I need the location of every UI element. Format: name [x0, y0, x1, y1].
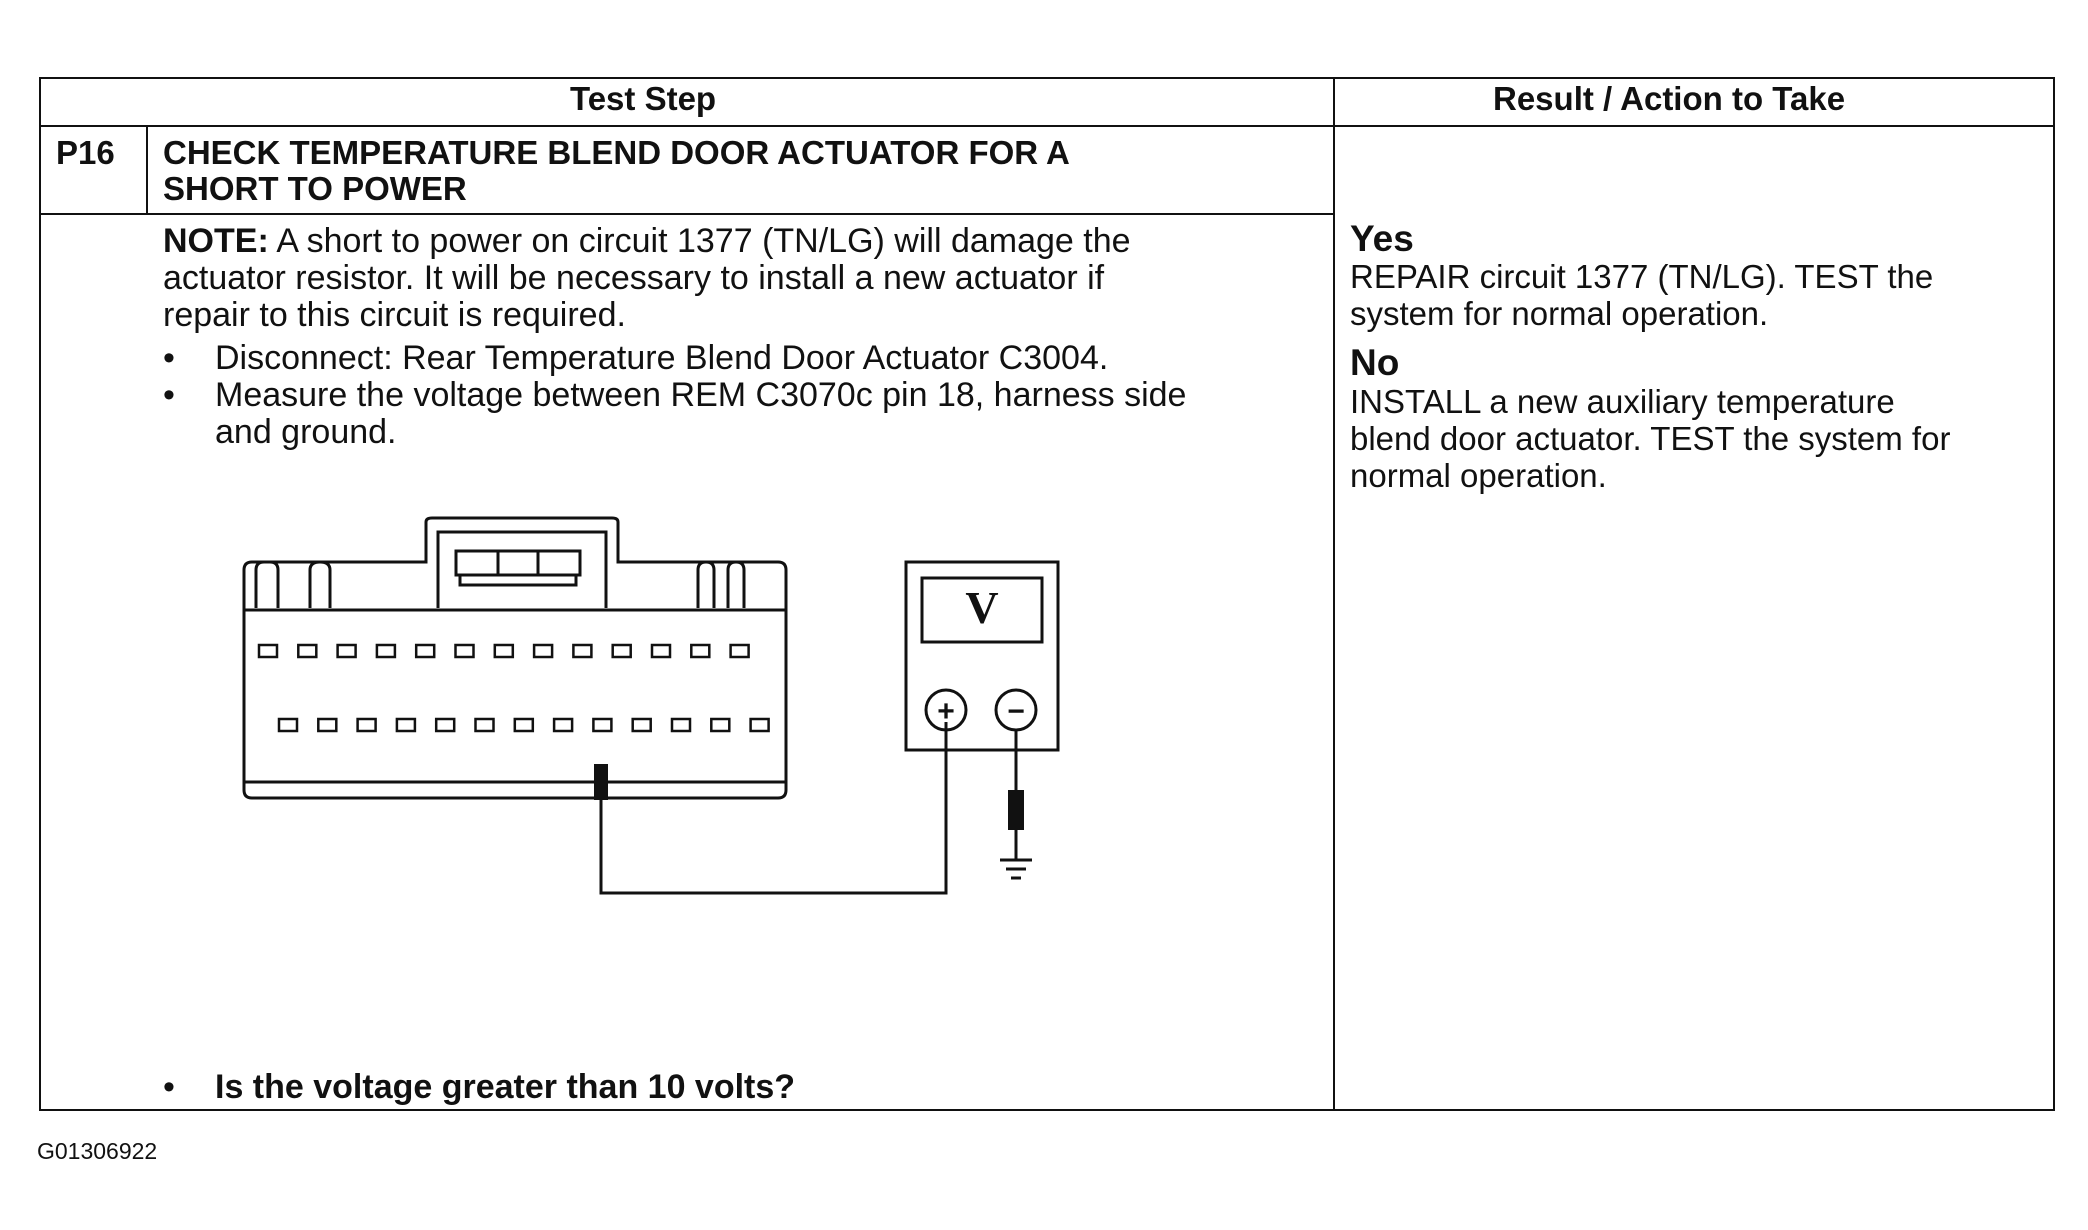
connector-pin-cavity — [532, 643, 554, 659]
test-step-table — [39, 77, 2055, 1111]
result-yes-line1: REPAIR circuit 1377 (TN/LG). TEST the — [1350, 258, 1934, 295]
connector-pin-cavity — [317, 717, 338, 733]
figure-id: G01306922 — [37, 1138, 158, 1164]
note-line2: actuator resistor. It will be necessary … — [163, 259, 1105, 297]
question-text: Is the voltage greater than 10 volts? — [215, 1068, 796, 1106]
connector-pin-cavity — [710, 717, 731, 733]
latch-post-right — [696, 560, 716, 608]
title-divider — [39, 213, 1335, 215]
result-no-label: No — [1350, 342, 1400, 383]
result-yes-line2: system for normal operation. — [1350, 295, 1769, 332]
result-no-line1: INSTALL a new auxiliary temperature — [1350, 383, 1895, 420]
note-line3: repair to this circuit is required. — [163, 296, 626, 334]
connector-pin-cavity — [454, 643, 475, 659]
connector-pin-cavity — [356, 717, 377, 733]
latch-post-left — [254, 560, 280, 608]
multimeter-display — [920, 576, 1044, 644]
connector-pin-cavity — [414, 643, 436, 659]
latch-post-right-2 — [726, 560, 746, 608]
connector-pin-cavity — [552, 717, 574, 733]
result-no-line3: normal operation. — [1350, 457, 1607, 494]
latch-post-left-2 — [308, 560, 332, 608]
negative-terminal-label: − — [1007, 695, 1025, 728]
connector-pin-cavity — [434, 717, 456, 733]
lock-tab-inner — [458, 573, 578, 587]
ground-symbol-icon — [1000, 858, 1032, 880]
step-id-divider — [146, 125, 148, 215]
header-test-step: Test Step — [570, 80, 717, 117]
step-id: P16 — [56, 134, 115, 171]
bullet-measure-line1: Measure the voltage between REM C3070c p… — [215, 376, 1187, 414]
connector-pin-cavity — [631, 717, 652, 733]
connector-pin-cavity — [729, 643, 750, 659]
connector-pin-cavity — [375, 643, 397, 659]
connector-pin-cavity — [493, 643, 515, 659]
bullet-measure-line2: and ground. — [215, 413, 397, 451]
connector-pin-cavity — [297, 643, 318, 659]
bullet-marker: • — [163, 376, 175, 414]
positive-terminal-icon — [924, 688, 968, 732]
connector-pin-cavity — [395, 717, 417, 733]
lock-tab-window — [454, 549, 582, 577]
bullet-marker: • — [163, 339, 175, 377]
connector-pin-cavity — [611, 643, 632, 659]
connector-pin-cavity — [474, 717, 495, 733]
connector-pin-cavity — [572, 643, 593, 659]
result-yes-label: Yes — [1350, 218, 1414, 259]
multimeter-body — [904, 560, 1060, 752]
connector-pin-cavity — [749, 717, 770, 733]
connector-pin-cavity — [592, 717, 613, 733]
bullet-marker: • — [163, 1068, 175, 1106]
multimeter-display-label: V — [965, 582, 998, 633]
step-title-line1: CHECK TEMPERATURE BLEND DOOR ACTUATOR FO… — [163, 134, 1070, 171]
column-divider — [1333, 77, 1335, 1111]
connector-pin-cavity — [277, 717, 299, 733]
test-lead-positive — [599, 722, 948, 895]
probe-connector — [594, 764, 608, 800]
bullet-disconnect: Disconnect: Rear Temperature Blend Door … — [215, 339, 1109, 377]
connector-body — [242, 516, 788, 800]
connector-lock-tab — [436, 530, 608, 608]
connector-pin-cavity — [690, 643, 711, 659]
header-result-action: Result / Action to Take — [1493, 80, 1846, 117]
connector-pin-cavity — [513, 717, 535, 733]
positive-terminal-label: + — [937, 695, 955, 728]
connector-pin-cavity — [650, 643, 672, 659]
connector-pin-row-top — [257, 643, 750, 659]
note-text-1: A short to power on circuit 1377 (TN/LG)… — [268, 222, 1131, 260]
ground-probe — [1008, 790, 1024, 830]
note-label: NOTE: — [163, 222, 269, 260]
connector-pin-row-bottom — [277, 717, 770, 733]
connector-pin-cavity — [670, 717, 692, 733]
result-no-line2: blend door actuator. TEST the system for — [1350, 420, 1951, 457]
note-line1: NOTE: A short to power on circuit 1377 (… — [163, 223, 1131, 260]
connector-pin-cavity — [336, 643, 357, 659]
header-divider — [39, 125, 2055, 127]
step-title-line2: SHORT TO POWER — [163, 170, 467, 207]
connector-pin-cavity — [257, 643, 279, 659]
